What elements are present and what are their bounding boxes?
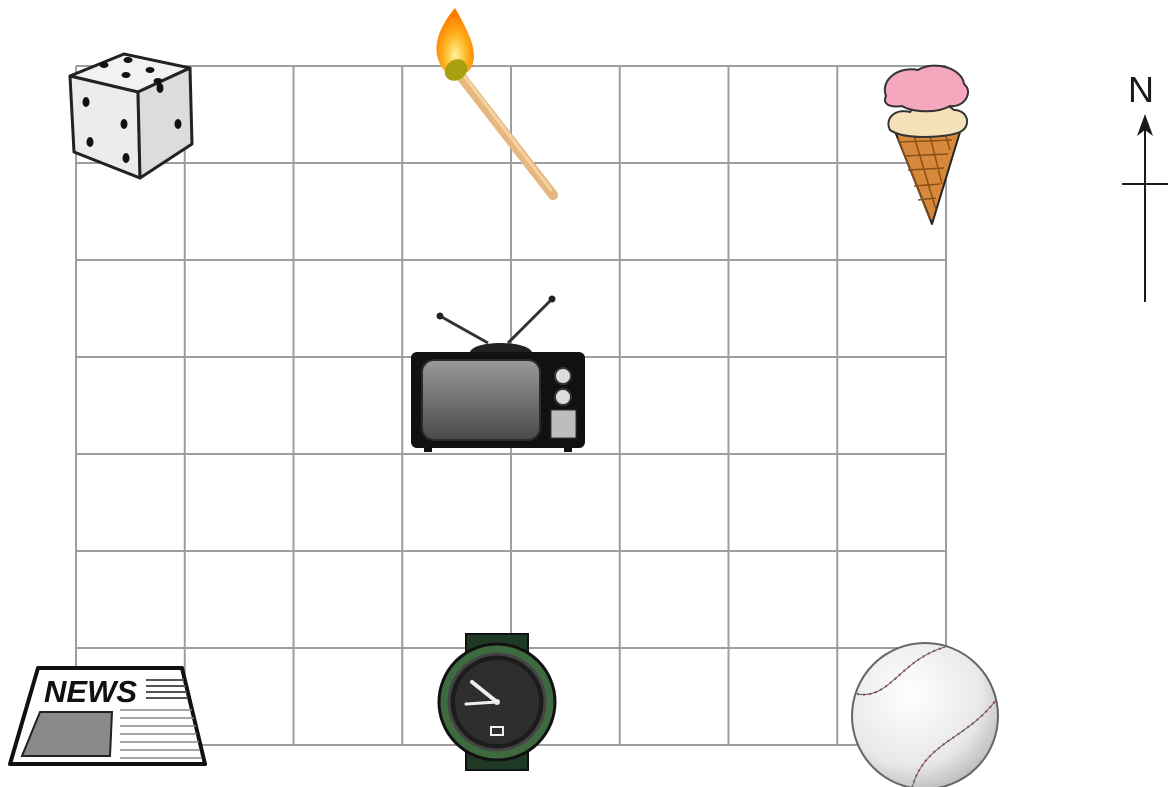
compass-north-label: N bbox=[1128, 69, 1154, 110]
newspaper-headline: NEWS bbox=[44, 674, 137, 709]
ice-cream-icon bbox=[885, 66, 968, 224]
newspaper-icon: NEWS bbox=[10, 668, 205, 764]
watch-icon bbox=[439, 634, 555, 770]
dice-icon bbox=[70, 54, 192, 178]
tv-icon bbox=[411, 296, 585, 453]
baseball-icon bbox=[852, 643, 998, 787]
compass: N bbox=[1122, 69, 1168, 302]
match-icon bbox=[436, 8, 553, 195]
